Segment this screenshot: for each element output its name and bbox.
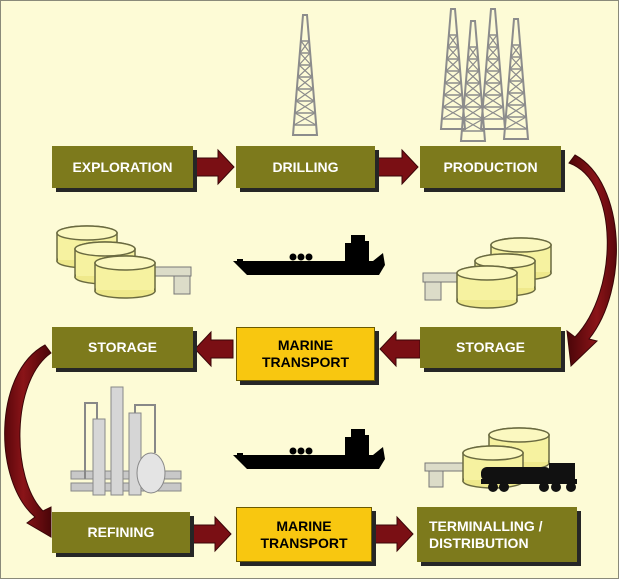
stage-marine-transport-2-label: MARINE TRANSPORT: [260, 517, 348, 551]
storage-tanks-icon: [422, 237, 552, 309]
stage-marine-transport-1-label: MARINE TRANSPORT: [261, 337, 350, 370]
stage-marine-transport-1: MARINE TRANSPORT: [236, 327, 375, 381]
stage-refining: REFINING: [52, 512, 190, 553]
tanker-truck-icon: [481, 463, 577, 492]
stage-marine-transport-2: MARINE TRANSPORT: [236, 507, 372, 562]
stage-storage-right: STORAGE: [420, 327, 561, 368]
stage-storage-left: STORAGE: [52, 327, 193, 368]
arrow-storage-to-marine-transport: [379, 330, 421, 368]
oil-field-rigs-icon: [440, 8, 529, 142]
arrow-marine-transport-to-storage: [194, 330, 234, 368]
arrow-exploration-to-drilling: [195, 148, 235, 186]
tanks-and-truck-icon: [424, 427, 577, 492]
stage-refining-label: REFINING: [87, 524, 155, 540]
drilling-rig-icon: [292, 14, 318, 136]
stage-terminalling-distribution: TERMINALLING / DISTRIBUTION: [417, 507, 577, 562]
stage-production-label: PRODUCTION: [443, 158, 538, 175]
stage-storage-right-label: STORAGE: [456, 339, 525, 355]
stage-exploration-label: EXPLORATION: [72, 158, 173, 175]
storage-tanks-icon: [56, 225, 192, 299]
stage-production: PRODUCTION: [420, 146, 561, 188]
arrow-storage-to-refining: [4, 344, 52, 538]
stage-storage-left-label: STORAGE: [88, 339, 157, 355]
arrow-production-to-storage: [566, 154, 617, 368]
arrow-refining-to-marine-transport: [192, 515, 232, 553]
arrow-marine-transport-to-terminalling: [374, 515, 414, 553]
stage-terminalling-distribution-label: TERMINALLING / DISTRIBUTION: [429, 517, 543, 551]
stage-drilling: DRILLING: [236, 146, 375, 188]
tanker-ship-icon: [233, 429, 385, 469]
tanker-ship-icon: [233, 235, 385, 275]
arrow-drilling-to-production: [377, 148, 419, 186]
stage-drilling-label: DRILLING: [272, 158, 339, 175]
refinery-icon: [70, 386, 182, 496]
stage-exploration: EXPLORATION: [52, 146, 193, 188]
